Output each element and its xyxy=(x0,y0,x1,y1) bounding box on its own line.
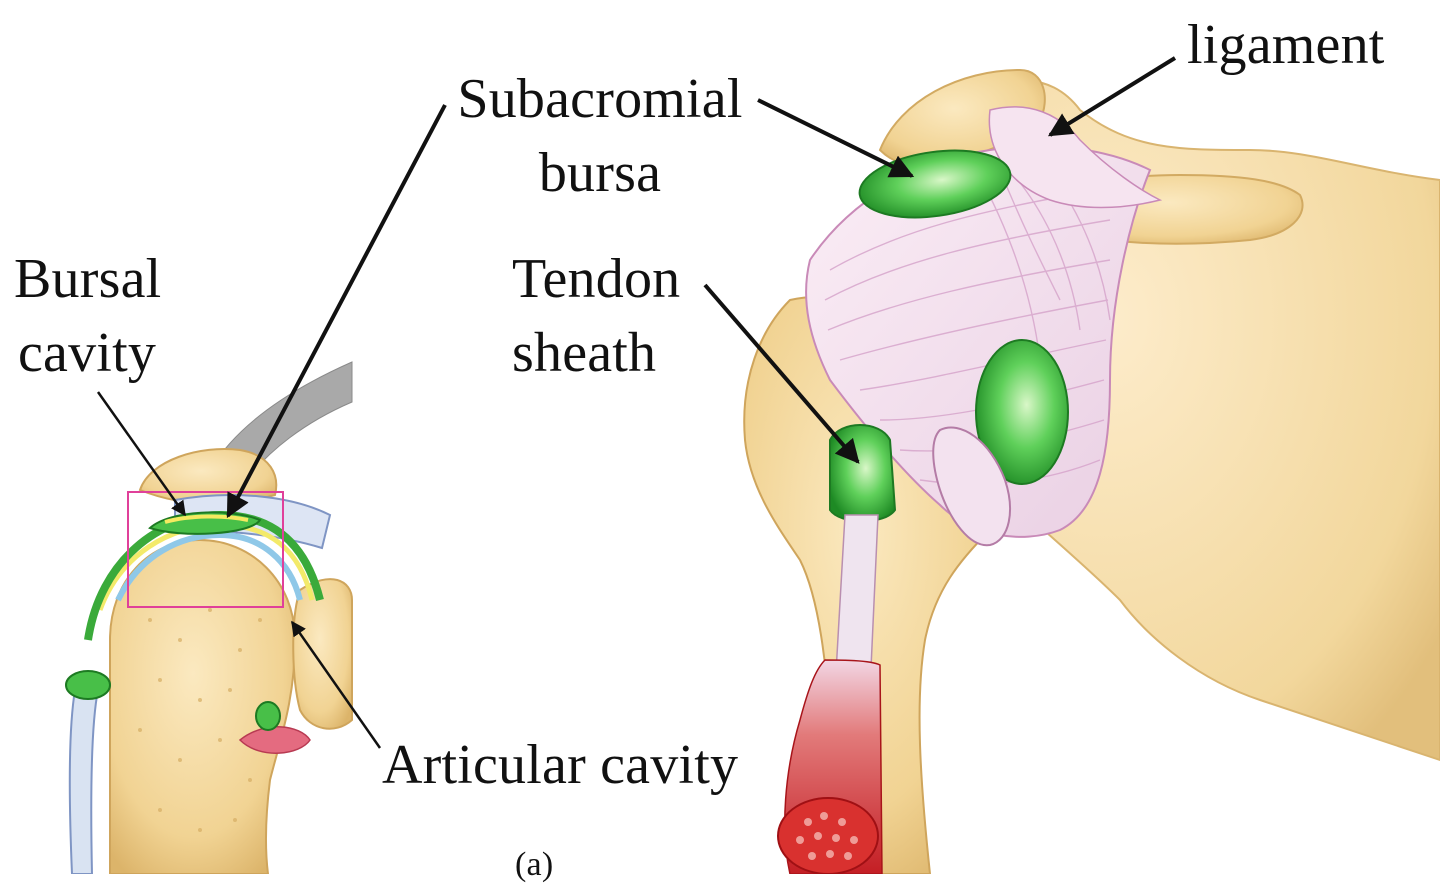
muscle-cross-section xyxy=(777,797,879,875)
bursal-cavity-label: Bursal cavity xyxy=(14,242,161,390)
subacromial-bursa-arrow xyxy=(757,98,915,178)
tendon-sheath-arrow xyxy=(703,283,860,464)
sheath-bottom xyxy=(255,701,281,731)
bursa-cavity-yellow xyxy=(164,514,249,524)
bursal-text: Bursal xyxy=(14,248,162,310)
ligament-arrow xyxy=(1047,56,1177,137)
subacromial-text: Subacromial xyxy=(457,68,743,130)
sheath-text: sheath xyxy=(512,322,657,384)
bursa-text: bursa xyxy=(538,142,662,204)
ligament-label: ligament xyxy=(1187,8,1385,82)
articular-cavity-text: Articular cavity xyxy=(382,734,739,796)
articular-cartilage xyxy=(115,531,303,602)
panel-letter: (a) xyxy=(515,848,553,882)
subacromial-bursa-left-arrow xyxy=(226,104,447,519)
articular-cavity-label: Articular cavity xyxy=(382,728,738,802)
sheath-left xyxy=(65,670,111,700)
tendon-text: Tendon xyxy=(512,248,681,310)
articular-cavity-arrow xyxy=(290,620,382,749)
subacromial-bursa-label: Subacromial bursa xyxy=(445,62,755,210)
tendon-left xyxy=(68,689,100,875)
ligament-knob xyxy=(932,426,1011,547)
zoom-box xyxy=(127,491,284,608)
glenoid-left xyxy=(292,578,353,730)
muscle-fiber-dots xyxy=(796,812,858,860)
bone-texture-dots xyxy=(138,608,262,832)
bursal-cavity-arrow xyxy=(96,391,187,517)
subscapular-bursa-shape xyxy=(975,339,1069,485)
cavity-text: cavity xyxy=(18,322,157,384)
panel-letter-text: (a) xyxy=(515,846,554,883)
ligament-text: ligament xyxy=(1187,14,1385,76)
tendon-sheath-label: Tendon sheath xyxy=(512,242,680,390)
